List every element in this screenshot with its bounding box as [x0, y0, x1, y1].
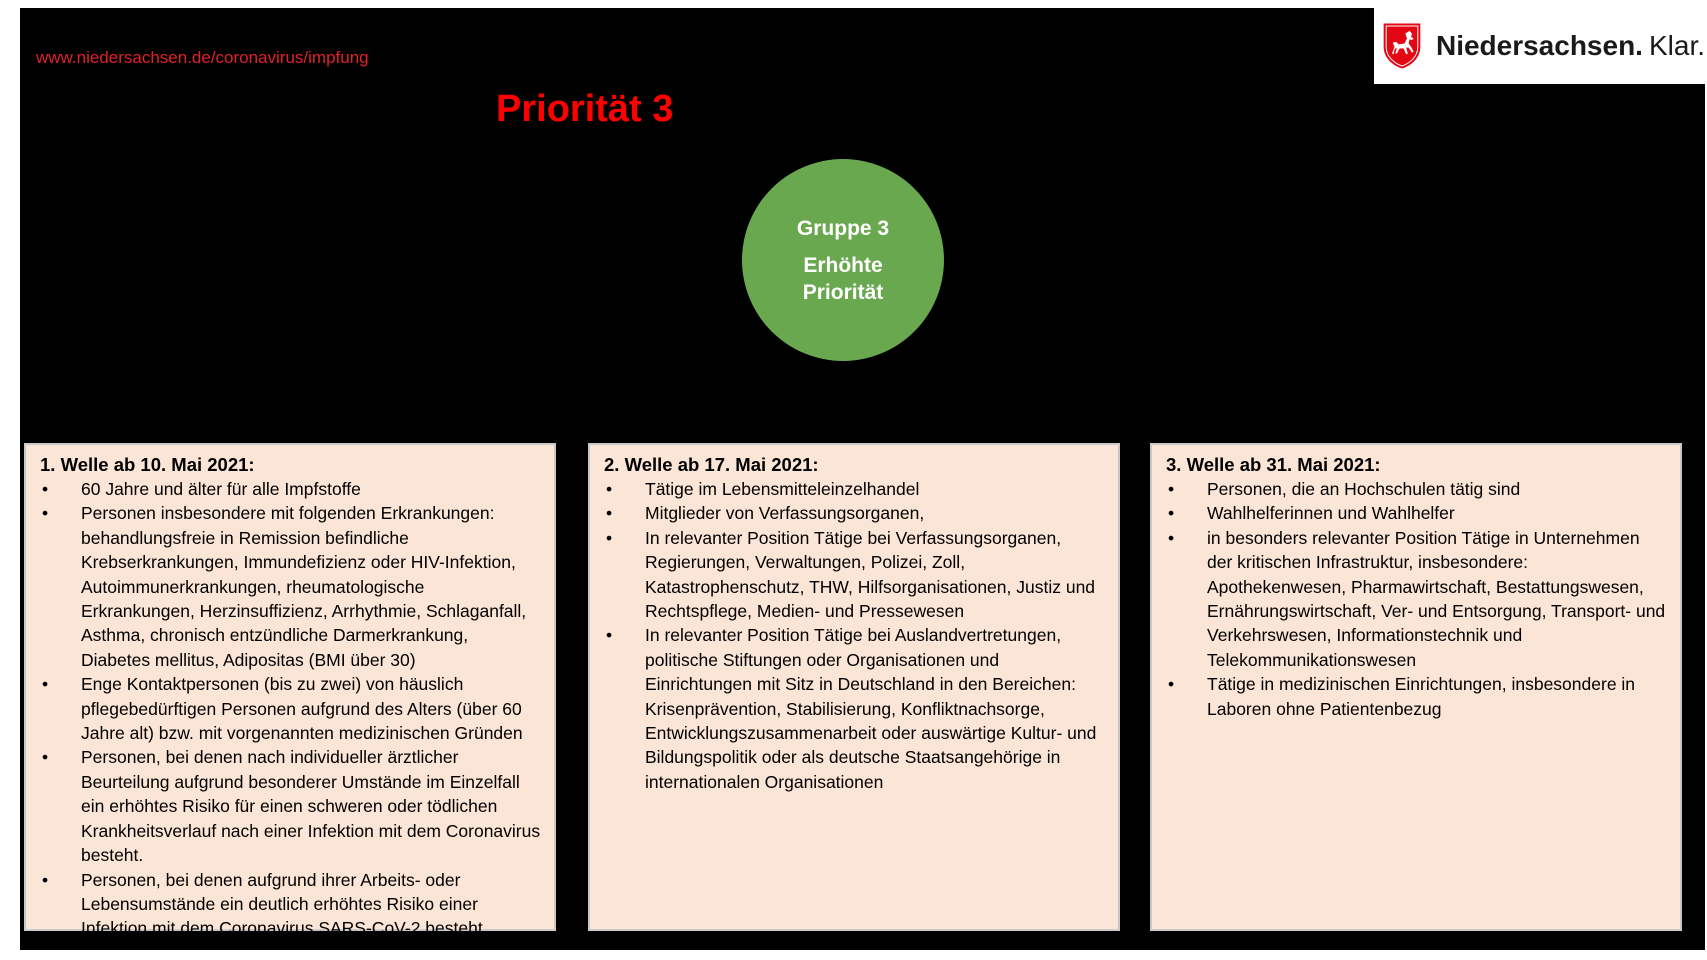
list-item: Personen, bei denen nach individueller ä… [40, 745, 542, 867]
list-item: In relevanter Position Tätige bei Verfas… [604, 526, 1106, 624]
wave-3-list: Personen, die an Hochschulen tätig sind … [1166, 477, 1668, 721]
logo-wordmark: Niedersachsen.Klar. [1436, 30, 1705, 62]
logo-name-bold: Niedersachsen. [1435, 30, 1643, 61]
slide: www.niedersachsen.de/coronavirus/impfung… [20, 8, 1705, 950]
website-url: www.niedersachsen.de/coronavirus/impfung [36, 48, 369, 67]
niedersachsen-logo: Niedersachsen.Klar. [1374, 8, 1705, 84]
lower-saxony-horse-crest-icon [1383, 23, 1421, 69]
list-item: Tätige in medizinischen Einrichtungen, i… [1166, 672, 1668, 721]
list-item: In relevanter Position Tätige bei Auslan… [604, 623, 1106, 794]
list-item: Personen insbesondere mit folgenden Erkr… [40, 501, 542, 672]
group-circle: Gruppe 3 Erhöhte Priorität [742, 159, 944, 361]
wave-1-box: 1. Welle ab 10. Mai 2021: 60 Jahre und ä… [24, 443, 556, 938]
list-item: Mitglieder von Verfassungsorganen, [604, 501, 1106, 526]
list-item: Wahlhelferinnen und Wahlhelfer [1166, 501, 1668, 526]
list-item: Tätige im Lebensmitteleinzelhandel [604, 477, 1106, 502]
wave-1-title: 1. Welle ab 10. Mai 2021: [40, 454, 255, 475]
page-title: Priorität 3 [496, 88, 674, 130]
list-item: Enge Kontaktpersonen (bis zu zwei) von h… [40, 672, 542, 745]
list-item: Personen, bei denen aufgrund ihrer Arbei… [40, 868, 542, 941]
wave-2-box: 2. Welle ab 17. Mai 2021: Tätige im Lebe… [588, 443, 1120, 931]
group-label: Gruppe 3 [796, 216, 890, 240]
list-item: 60 Jahre und älter für alle Impfstoffe [40, 477, 542, 502]
wave-3-box: 3. Welle ab 31. Mai 2021: Personen, die … [1150, 443, 1682, 931]
wave-2-title: 2. Welle ab 17. Mai 2021: [604, 454, 819, 475]
list-item: Personen, die an Hochschulen tätig sind [1166, 477, 1668, 502]
wave-1-list: 60 Jahre und älter für alle Impfstoffe P… [40, 477, 542, 941]
logo-name-light: Klar. [1648, 30, 1705, 61]
wave-2-list: Tätige im Lebensmitteleinzelhandel Mitgl… [604, 477, 1106, 794]
list-item: in besonders relevanter Position Tätige … [1166, 526, 1668, 672]
group-priority: Erhöhte Priorität [802, 253, 884, 304]
wave-3-title: 3. Welle ab 31. Mai 2021: [1166, 454, 1381, 475]
